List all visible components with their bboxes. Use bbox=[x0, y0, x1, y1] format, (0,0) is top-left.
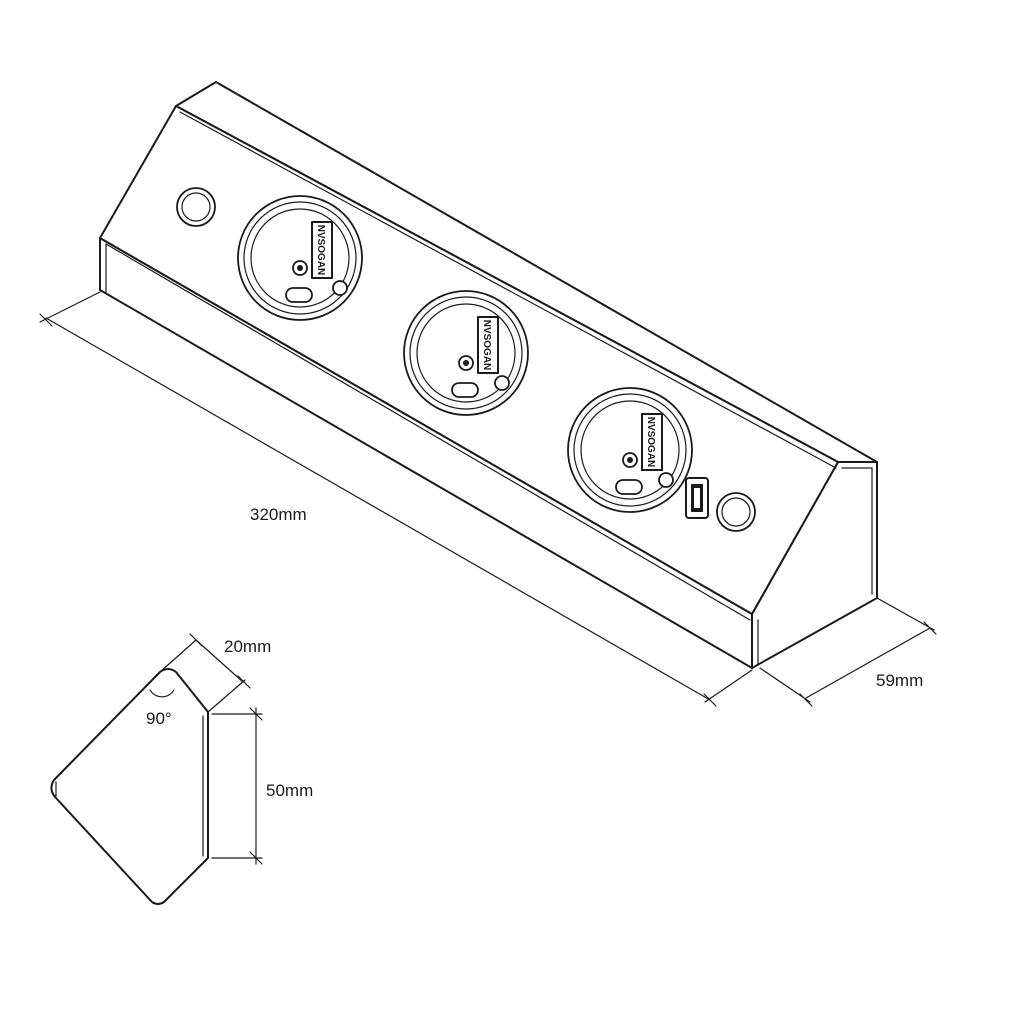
depth-dimension: 59mm bbox=[759, 597, 937, 707]
usb-port bbox=[685, 477, 709, 519]
socket-brand-label: NVSOGAN bbox=[481, 320, 492, 371]
right-button bbox=[716, 492, 756, 532]
left-button bbox=[176, 187, 216, 227]
cross-section-outline bbox=[50, 668, 209, 905]
right-end-bevel bbox=[841, 467, 873, 595]
inclined-bevel-bottom bbox=[105, 243, 751, 621]
socket-2: NVSOGAN bbox=[403, 290, 529, 416]
cross-section: 90° 20mm 50mm bbox=[50, 633, 313, 905]
face-width-label: 20mm bbox=[224, 637, 271, 656]
angle-label: 90° bbox=[146, 709, 172, 728]
height-label: 50mm bbox=[266, 781, 313, 800]
socket-brand-label: NVSOGAN bbox=[645, 417, 656, 468]
socket-3: NVSOGAN bbox=[567, 387, 693, 513]
socket-brand-label: NVSOGAN bbox=[315, 225, 326, 276]
angle-arc bbox=[149, 689, 175, 698]
inclined-bevel-top bbox=[179, 111, 837, 469]
socket-1: NVSOGAN bbox=[237, 195, 363, 321]
length-label: 320mm bbox=[250, 505, 307, 524]
depth-label: 59mm bbox=[876, 671, 923, 690]
length-dimension: 320mm bbox=[39, 291, 753, 707]
